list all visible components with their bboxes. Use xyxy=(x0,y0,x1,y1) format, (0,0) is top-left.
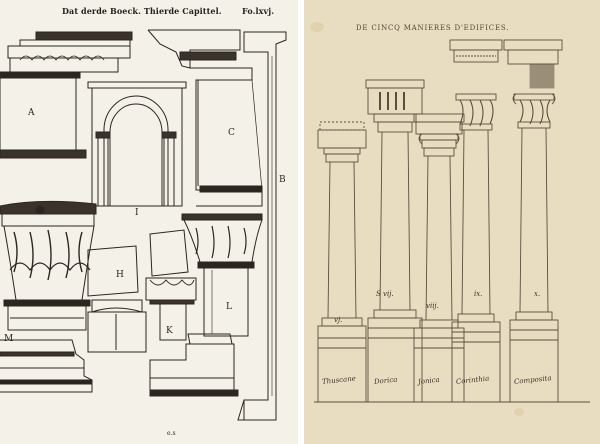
figure-label-i: I xyxy=(135,208,139,218)
five-orders-engraving xyxy=(314,39,590,403)
figure-label-b: B xyxy=(279,175,286,185)
paper-stain xyxy=(310,22,324,32)
figure-label-l: L xyxy=(226,302,232,312)
order-numeral-1: vj. xyxy=(334,316,343,324)
order-numeral-5: x. xyxy=(534,290,541,298)
left-page: Dat derde Boeck. Thierde Capittel. Fo.lx… xyxy=(0,0,298,444)
left-page-folio: Fo.lxvj. xyxy=(242,6,275,16)
figure-label-k: K xyxy=(166,326,173,336)
order-numeral-2: S vij. xyxy=(376,290,394,298)
right-page-header: DE CINCQ MANIERES D'EDIFICES. xyxy=(356,24,510,32)
order-numeral-3: viij. xyxy=(426,302,439,310)
left-page-header: Dat derde Boeck. Thierde Capittel. Fo.lx… xyxy=(62,6,274,16)
order-numeral-4: ix. xyxy=(474,290,483,298)
figure-label-c: C xyxy=(228,128,235,138)
signature-mark: e.s xyxy=(167,430,176,437)
left-page-engraving xyxy=(0,29,287,421)
left-page-title: Dat derde Boeck. Thierde Capittel. xyxy=(62,6,222,16)
paper-stain xyxy=(514,408,524,416)
figure-label-a: A xyxy=(28,108,35,118)
figure-label-h: H xyxy=(116,270,124,280)
right-page: DE CINCQ MANIERES D'EDIFICES. xyxy=(304,0,600,444)
figure-label-m: M xyxy=(4,334,14,344)
page-gutter xyxy=(298,0,304,444)
